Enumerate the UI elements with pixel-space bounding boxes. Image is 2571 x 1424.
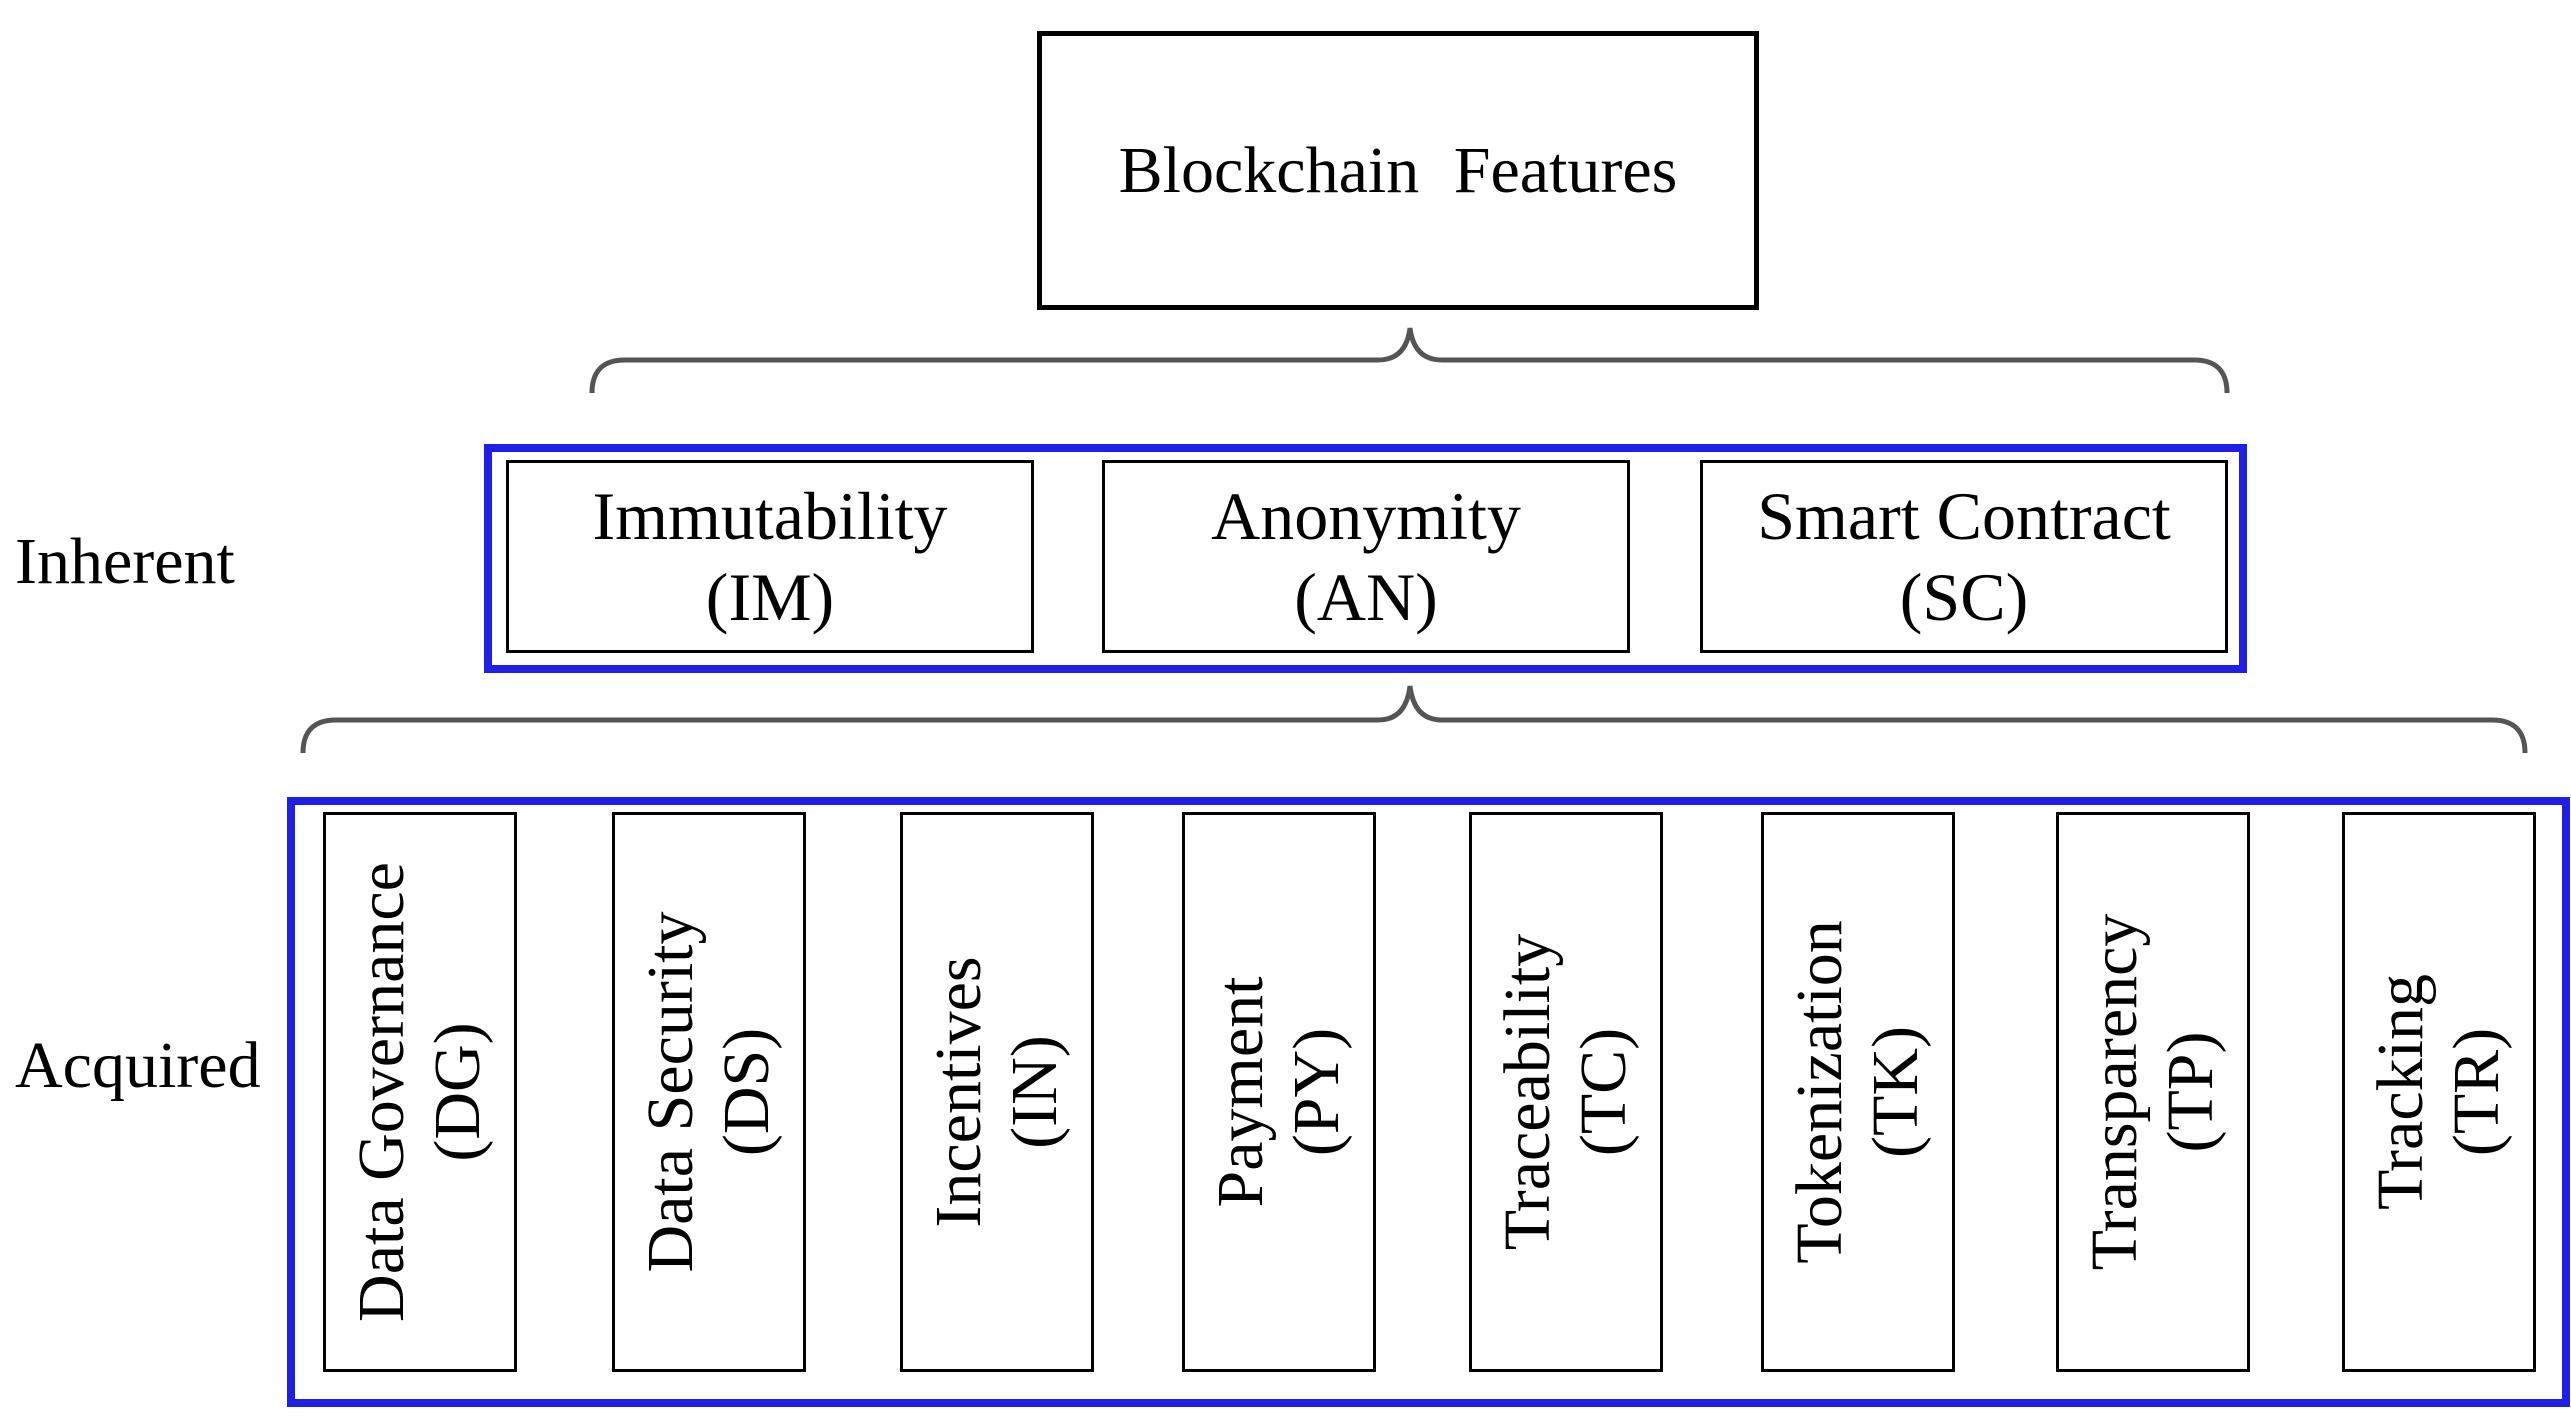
feature-code: (PY) [1280,1027,1353,1157]
blockchain-features-box: Blockchain Features [1037,31,1759,310]
feature-smart-contract: Smart Contract (SC) [1700,460,2228,653]
feature-payment: Payment(PY) [1182,812,1376,1372]
feature-name: Incentives [922,956,996,1228]
feature-name: Tracking [2364,974,2438,1210]
feature-code: (DS) [710,1027,783,1157]
feature-name: Tokenization [1783,920,1857,1264]
feature-code: (TC) [1567,1027,1640,1157]
feature-traceability: Traceability(TC) [1469,812,1663,1372]
feature-name: Anonymity [1211,478,1521,555]
upper-brace [589,327,2230,394]
feature-code: (TP) [2154,1031,2227,1153]
acquired-group-frame [287,797,2570,1407]
feature-immutability: Immutability (IM) [506,460,1034,653]
inherent-label: Inherent [15,525,235,598]
acquired-label: Acquired [15,1029,261,1102]
feature-name: Traceability [1491,933,1565,1251]
feature-name: Smart Contract [1757,478,2171,555]
feature-code: (SC) [1899,558,2029,635]
feature-transparency: Transparency(TP) [2056,812,2250,1372]
feature-data-governance: Data Governance(DG) [323,812,517,1372]
feature-code: (TK) [1859,1026,1932,1158]
feature-name: Payment [1204,976,1278,1208]
feature-code: (TR) [2440,1027,2513,1157]
feature-name: Data Governance [345,862,419,1322]
feature-incentives: Incentives(IN) [900,812,1094,1372]
inherent-group-frame [484,444,2247,673]
feature-anonymity: Anonymity (AN) [1102,460,1630,653]
feature-code: (IN) [998,1035,1071,1149]
feature-data-security: Data Security(DS) [612,812,806,1372]
feature-code: (DG) [421,1022,494,1162]
feature-tracking: Tracking(TR) [2342,812,2536,1372]
feature-tokenization: Tokenization(TK) [1761,812,1955,1372]
feature-name: Immutability [592,478,948,555]
feature-name: Transparency [2078,913,2152,1271]
feature-code: (AN) [1294,558,1438,635]
feature-name: Data Security [634,911,708,1273]
feature-code: (IM) [705,558,835,635]
lower-brace [300,685,2528,754]
diagram-title: Blockchain Features [1118,133,1678,207]
